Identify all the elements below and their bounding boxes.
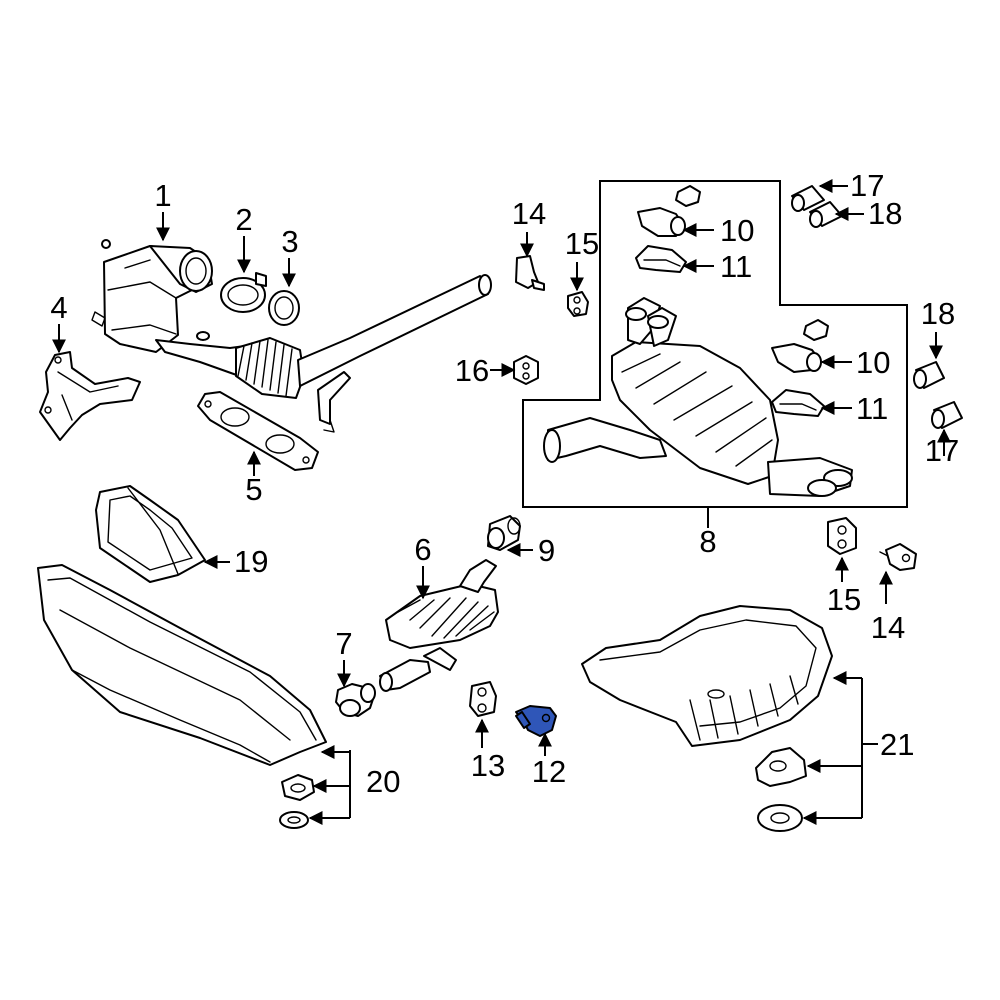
callout-15-upper: 15 [565,226,599,261]
part-21-bracket[interactable] [755,747,807,787]
callout-12: 12 [532,754,566,789]
callout-20: 20 [366,764,400,799]
callout-3: 3 [281,224,298,259]
callout-7: 7 [335,626,352,661]
callout-1: 1 [154,178,171,213]
callout-5: 5 [245,472,262,507]
part-17-tip-cap-upper[interactable] [791,185,825,212]
callout-11-lower: 11 [856,391,888,426]
callout-8: 8 [699,524,716,559]
part-4-bracket[interactable] [39,351,141,441]
callout-15-lower: 15 [827,582,861,617]
part-13-rubber-mount[interactable] [469,681,497,717]
part-14-bracket-upper[interactable] [515,255,545,291]
part-9-pipe-clamp[interactable] [487,515,521,551]
part-3-gasket-ring[interactable] [268,290,300,326]
part-21-washer[interactable] [757,804,803,832]
callout-21: 21 [880,727,914,762]
part-10-tip-lower[interactable] [771,319,829,373]
part-11-bracket-lower[interactable] [771,389,825,417]
callout-2: 2 [235,202,252,237]
callout-17-upper: 17 [850,168,884,203]
part-20-washer[interactable] [279,811,309,829]
part-1-flex-pipe[interactable] [235,274,492,433]
callout-4: 4 [50,290,67,325]
part-8-assembly-box [522,180,908,508]
callout-11-upper: 11 [720,249,752,284]
part-20-nut[interactable] [281,774,315,801]
callout-14-lower: 14 [871,610,905,645]
part-19-heat-shield[interactable] [95,485,206,583]
part-10-tip-upper[interactable] [637,185,701,237]
part-11-bracket-upper[interactable] [635,245,687,273]
part-16-rubber-mount[interactable] [513,355,539,385]
callout-9: 9 [538,533,555,568]
part-17-tip-cap-lower[interactable] [931,401,963,429]
callout-13: 13 [471,748,505,783]
callout-19: 19 [234,544,268,579]
callout-17-lower: 17 [925,433,959,468]
part-12-bracket-highlighted[interactable] [515,705,557,737]
callout-10-upper: 10 [720,213,754,248]
part-5-flange-gasket[interactable] [197,391,319,471]
callout-16: 16 [455,353,489,388]
part-6-center-muffler[interactable] [379,559,499,692]
part-7-clamp[interactable] [335,683,376,717]
callout-14-upper: 14 [512,196,546,231]
callout-18-lower: 18 [921,296,955,331]
leader-lines [52,179,951,825]
callout-labels: 1 2 3 4 5 6 7 8 9 10 11 10 11 12 13 14 1… [50,168,959,799]
part-2-clamp[interactable] [220,272,267,313]
part-8-rear-muffler[interactable] [543,297,853,497]
part-20-tunnel-heat-shield[interactable] [37,564,327,766]
callout-10-lower: 10 [856,345,890,380]
part-14-bracket-lower[interactable] [879,543,917,571]
part-15-rubber-mount-upper[interactable] [567,291,589,317]
part-15-rubber-mount-lower[interactable] [827,517,857,555]
part-21-heat-shield[interactable] [581,605,833,747]
callout-18-upper: 18 [868,196,902,231]
callout-6: 6 [414,532,431,567]
part-18-tip-lower[interactable] [913,361,945,389]
